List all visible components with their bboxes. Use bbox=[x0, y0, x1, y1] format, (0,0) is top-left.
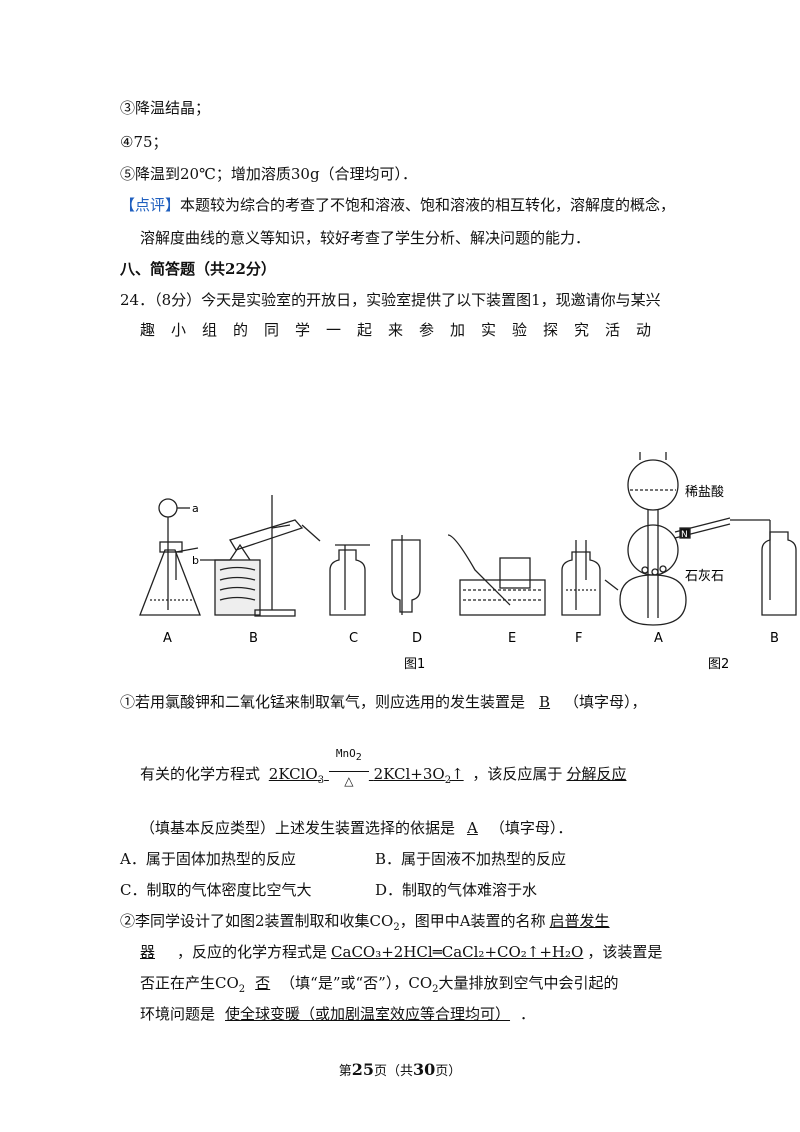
answer-name-2: 器 bbox=[140, 943, 156, 961]
fig1-label-b: B bbox=[249, 631, 258, 646]
eq-pre: 有关的化学方程式 bbox=[140, 765, 261, 783]
option-c: C．制取的气体密度比空气大 bbox=[120, 881, 312, 899]
eq-left-sub: 3 bbox=[317, 775, 325, 786]
apparatus-e-icon bbox=[447, 534, 546, 616]
q2-text-6: （填“是”或“否”），CO bbox=[280, 974, 433, 992]
label-b-marker: b bbox=[192, 554, 199, 567]
eq-catalyst: MnO2 bbox=[335, 747, 362, 764]
q2-text-9: ． bbox=[520, 1005, 536, 1023]
eq-right: 2KCl+3O bbox=[373, 765, 445, 783]
fig1-label-c: C bbox=[349, 631, 358, 646]
eq-condition: △ bbox=[344, 774, 354, 788]
fig2-caption: 图2 bbox=[708, 657, 729, 672]
label-clamp: N bbox=[681, 530, 688, 540]
footer-text-1: 第 bbox=[338, 1064, 352, 1079]
q2-text-3: ，反应的化学方程式是 bbox=[177, 943, 328, 961]
q2-sub-2: 2 bbox=[238, 984, 246, 995]
q2-sub-3: 2 bbox=[432, 984, 439, 995]
q1-text: ①若用氯酸钾和二氧化锰来制取氧气，则应选用的发生装置是 bbox=[120, 693, 526, 711]
apparatus-f-icon bbox=[561, 540, 601, 616]
comment-tag: 【点评】 bbox=[120, 196, 181, 214]
apparatus-figure: a b 稀盐酸 石灰石 N A B C D E F A B 图1 图2 bbox=[139, 452, 797, 672]
q1-line-1: ①若用氯酸钾和二氧化锰来制取氧气，则应选用的发生装置是 B （填字母）， bbox=[120, 692, 647, 712]
option-a: A．属于固体加热型的反应 bbox=[120, 850, 296, 868]
option-b: B．属于固液不加热型的反应 bbox=[375, 850, 567, 868]
answer-equation: 2KClO3 MnO2 △ 2KCl+3O2↑ bbox=[265, 747, 468, 791]
answer-co2-equation: CaCO₃+2HCl═CaCl₂+CO₂↑+H₂O bbox=[331, 943, 584, 961]
answer-producing: 否 bbox=[255, 974, 271, 992]
apparatus-c-icon bbox=[329, 544, 370, 616]
q2-text-8: 环境问题是 bbox=[140, 1005, 216, 1023]
q2-text-5: 否正在产生CO bbox=[140, 974, 239, 992]
eq-left: 2KClO bbox=[268, 765, 318, 783]
q1-text-post: （填字母）， bbox=[564, 693, 647, 711]
comment-line-1: 【点评】本题较为综合的考查了不饱和溶液、饱和溶液的相互转化，溶解度的概念， bbox=[120, 195, 675, 215]
q1-line-3: （填基本反应类型）上述发生装置选择的依据是 A （填字母）． bbox=[140, 818, 572, 838]
footer-text-3: 页） bbox=[435, 1064, 462, 1079]
q2-line-1: ②李同学设计了如图2装置制取和收集CO2，图甲中A装置的名称启普发生 bbox=[120, 911, 614, 938]
section-title: 八、简答题（共22分） bbox=[120, 260, 276, 278]
answer-name-1: 启普发生 bbox=[549, 912, 610, 930]
comment-text-1: 本题较为综合的考查了不饱和溶液、饱和溶液的相互转化，溶解度的概念， bbox=[180, 196, 676, 214]
answer-apparatus: B bbox=[539, 693, 551, 711]
footer-text-2: 页（共 bbox=[373, 1064, 413, 1079]
q2-sub-1: 2 bbox=[393, 922, 400, 933]
fig1-caption: 图1 bbox=[404, 657, 425, 672]
line-4: ④75； bbox=[120, 133, 168, 151]
eq-arrow: ↑ bbox=[451, 765, 464, 783]
line-5: ⑤降温到20℃；增加溶质30g（合理均可）． bbox=[120, 165, 418, 183]
label-a-marker: a bbox=[192, 502, 199, 515]
q1-equation-line: 有关的化学方程式 2KClO3 MnO2 △ 2KCl+3O2↑ ，该反应属于分… bbox=[140, 747, 630, 791]
label-stone: 石灰石 bbox=[685, 569, 724, 584]
q24-line-1: 24．（8分）今天是实验室的开放日，实验室提供了以下装置图1，现邀请你与某兴 bbox=[120, 291, 661, 309]
q1-basis-text: （填基本反应类型）上述发生装置选择的依据是 bbox=[140, 819, 456, 837]
page-footer: 第25页（共30页） bbox=[0, 1060, 800, 1079]
fig1-label-e: E bbox=[508, 631, 516, 646]
q2-text-7: 大量排放到空气中会引起的 bbox=[438, 974, 619, 992]
fig2-label-a: A bbox=[654, 631, 663, 646]
answer-reaction-type: 分解反应 bbox=[566, 765, 627, 783]
fig1-label-f: F bbox=[575, 631, 582, 646]
q1-basis-post: （填字母）． bbox=[489, 819, 573, 837]
q24-line-2: 趣小组的同学一起来参加实验探究活动 bbox=[140, 321, 668, 339]
q2-text-2: ，图甲中A装置的名称 bbox=[399, 912, 546, 930]
fig2-label-b: B bbox=[770, 631, 779, 646]
apparatus-b-icon bbox=[200, 495, 321, 617]
label-acid: 稀盐酸 bbox=[685, 485, 724, 500]
collecting-bottle-icon bbox=[761, 531, 797, 616]
eq-mid: ，该反应属于 bbox=[472, 765, 563, 783]
apparatus-a-icon bbox=[139, 498, 201, 616]
fig1-label-a: A bbox=[163, 631, 172, 646]
line-3: ③降温结晶； bbox=[120, 99, 211, 117]
answer-environment: 使全球变暖（或加剧温室效应等合理均可） bbox=[225, 1005, 511, 1023]
q2-line-4: 环境问题是使全球变暖（或加剧温室效应等合理均可） ． bbox=[140, 1004, 535, 1024]
page-number: 25 bbox=[351, 1060, 374, 1079]
q2-text-4: ，该装置是 bbox=[587, 943, 663, 961]
option-d: D．制取的气体难溶于水 bbox=[375, 881, 538, 899]
fig1-label-d: D bbox=[412, 631, 422, 646]
total-pages: 30 bbox=[413, 1060, 436, 1079]
q2-text-1: ②李同学设计了如图2装置制取和收集CO bbox=[120, 912, 394, 930]
comment-line-2: 溶解度曲线的意义等知识，较好考查了学生分析、解决问题的能力． bbox=[140, 229, 591, 247]
apparatus-d-icon bbox=[391, 535, 421, 615]
answer-basis: A bbox=[467, 819, 478, 837]
eq-right-sub: 2 bbox=[444, 775, 452, 786]
